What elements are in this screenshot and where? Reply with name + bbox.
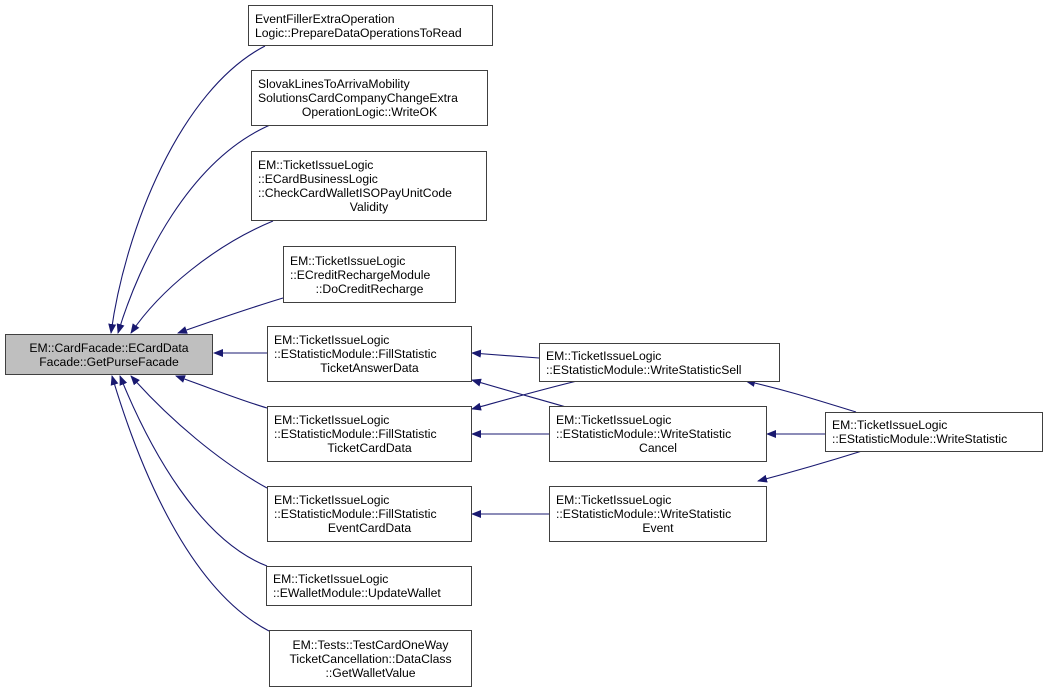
node-line: EM::TicketIssueLogic (556, 413, 672, 427)
node-get-wallet-value[interactable]: EM::Tests::TestCardOneWay TicketCancella… (269, 630, 472, 687)
node-fill-statistic-event-card-data[interactable]: EM::TicketIssueLogic ::EStatisticModule:… (267, 486, 472, 542)
node-line: EM::TicketIssueLogic (290, 253, 406, 268)
edge-n6-root (175, 375, 268, 409)
edge-n3-root (130, 220, 274, 334)
node-line: EM::TicketIssueLogic (258, 158, 374, 172)
node-line: TicketCancellation::DataClass (289, 651, 452, 666)
node-line: SlovakLinesToArrivaMobility (258, 77, 410, 91)
node-line: ::ECardBusinessLogic (258, 172, 378, 186)
node-line: ::EStatisticModule::FillStatistic (274, 507, 437, 521)
node-line: ::EStatisticModule::WriteStatistic (832, 432, 1008, 446)
node-do-credit-recharge[interactable]: EM::TicketIssueLogic ::ECreditRechargeMo… (283, 246, 456, 303)
node-line: SolutionsCardCompanyChangeExtra (258, 91, 458, 105)
edge-n1-root (108, 45, 266, 334)
node-get-purse-facade[interactable]: EM::CardFacade::ECardData Facade::GetPur… (5, 334, 213, 375)
node-line: ::EStatisticModule::FillStatistic (274, 427, 437, 441)
edge-n8-root (119, 375, 268, 567)
node-line: ::EStatisticModule::WriteStatisticSell (546, 362, 742, 377)
node-write-statistic-event[interactable]: EM::TicketIssueLogic ::EStatisticModule:… (549, 486, 767, 542)
node-prepare-data-operations-to-read[interactable]: EventFillerExtraOperation Logic::Prepare… (248, 5, 493, 46)
node-line: EM::TicketIssueLogic (556, 493, 672, 507)
edge-n7-root (130, 375, 268, 489)
node-line: Logic::PrepareDataOperationsToRead (255, 25, 462, 40)
node-line: Event (642, 521, 674, 535)
edge-s1-n5 (471, 349, 540, 359)
node-line: ::EStatisticModule::FillStatistic (274, 347, 437, 361)
node-update-wallet[interactable]: EM::TicketIssueLogic ::EWalletModule::Up… (266, 566, 472, 606)
node-fill-statistic-ticket-answer-data[interactable]: EM::TicketIssueLogic ::EStatisticModule:… (267, 326, 472, 382)
node-write-statistic-cancel[interactable]: EM::TicketIssueLogic ::EStatisticModule:… (549, 406, 767, 462)
node-line: Facade::GetPurseFacade (39, 354, 179, 369)
node-write-statistic-sell[interactable]: EM::TicketIssueLogic ::EStatisticModule:… (539, 343, 780, 382)
edge-n4-root (177, 297, 284, 334)
node-line: EM::TicketIssueLogic (274, 493, 390, 507)
node-line: EM::TicketIssueLogic (832, 418, 948, 432)
node-line: EM::CardFacade::ECardData (29, 340, 189, 355)
node-check-card-wallet-iso-pay-unit-code-validity[interactable]: EM::TicketIssueLogic ::ECardBusinessLogi… (251, 151, 487, 221)
node-line: ::EWalletModule::UpdateWallet (273, 586, 441, 600)
edge-n2-root (116, 124, 271, 334)
node-line: OperationLogic::WriteOK (301, 105, 438, 119)
node-line: TicketAnswerData (320, 361, 419, 375)
node-write-ok[interactable]: SlovakLinesToArrivaMobility SolutionsCar… (251, 70, 488, 126)
node-write-statistic[interactable]: EM::TicketIssueLogic ::EStatisticModule:… (825, 412, 1043, 452)
node-line: ::GetWalletValue (325, 665, 416, 680)
node-line: EM::TicketIssueLogic (546, 348, 662, 363)
node-line: EM::TicketIssueLogic (274, 413, 390, 427)
edge-s2-n5 (471, 378, 567, 408)
node-line: EM::TicketIssueLogic (274, 333, 390, 347)
edge-n9-root (110, 375, 270, 632)
node-line: EventCardData (327, 521, 412, 535)
edge-w-s3 (757, 450, 863, 483)
node-line: ::CheckCardWalletISOPayUnitCode (258, 186, 452, 200)
node-line: Validity (349, 200, 389, 214)
node-line: EM::TicketIssueLogic (273, 572, 389, 586)
node-line: TicketCardData (327, 441, 412, 455)
node-line: ::EStatisticModule::WriteStatistic (556, 507, 732, 521)
node-line: Cancel (639, 441, 677, 455)
node-line: EventFillerExtraOperation (255, 11, 395, 26)
edge-w-s1 (745, 379, 857, 413)
node-line: ::DoCreditRecharge (315, 281, 424, 296)
node-line: EM::Tests::TestCardOneWay (292, 637, 449, 652)
node-line: ::EStatisticModule::WriteStatistic (556, 427, 732, 441)
node-fill-statistic-ticket-card-data[interactable]: EM::TicketIssueLogic ::EStatisticModule:… (267, 406, 472, 462)
node-line: ::ECreditRechargeModule (290, 267, 431, 282)
